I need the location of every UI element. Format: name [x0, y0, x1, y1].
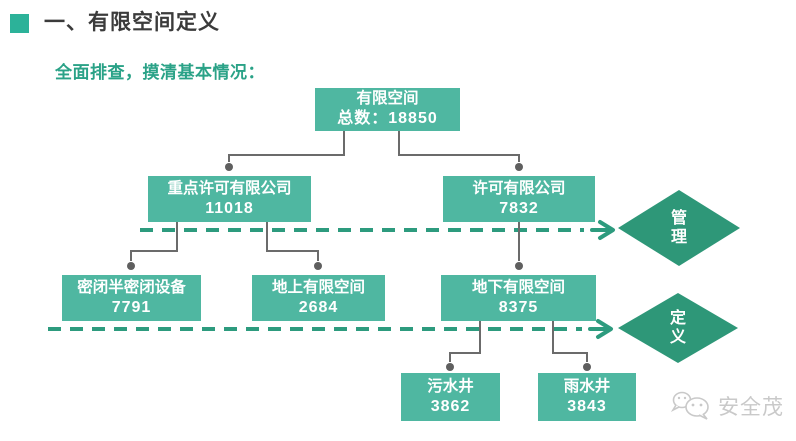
node-label: 重点许可有限公司: [167, 179, 292, 197]
node-label: 有限空间: [356, 90, 419, 108]
connector-root-to-key-licensed: [228, 131, 345, 162]
node-underground-space: 地下有限空间 8375: [441, 275, 596, 321]
endpoint-dot: [225, 163, 233, 171]
connector-root-to-licensed: [398, 131, 520, 162]
node-rainwater-well: 雨水井 3843: [538, 373, 636, 421]
node-value: 7791: [111, 298, 152, 316]
connector-underground-to-rain: [552, 321, 588, 362]
header: 一、有限空间定义: [10, 6, 220, 36]
node-value: 3843: [567, 397, 607, 415]
connector-endpoint-dots: [127, 163, 591, 371]
endpoint-dot: [314, 262, 322, 270]
endpoint-dot: [515, 262, 523, 270]
watermark: 安全茂: [670, 391, 784, 421]
node-label: 密闭半密闭设备: [77, 278, 186, 296]
node-total: 有限空间 总数：18850: [315, 88, 460, 131]
dashed-arrow-definition: [48, 319, 613, 339]
watermark-brand-text: 安全茂: [718, 396, 784, 419]
diamond-management-shape: [618, 190, 740, 266]
subtitle: 全面排查，摸清基本情况：: [55, 63, 265, 82]
endpoint-dot: [515, 163, 523, 171]
bullet-square-icon: [10, 13, 29, 33]
tree-connectors: [130, 131, 588, 362]
node-value: 3862: [430, 397, 471, 415]
endpoint-dot: [446, 363, 454, 371]
node-licensed-company: 许可有限公司 7832: [443, 176, 595, 222]
dashed-arrow-management: [140, 220, 615, 240]
node-label: 地下有限空间: [471, 278, 565, 296]
diamond-management-label: 管理: [670, 210, 687, 247]
node-label: 许可有限公司: [472, 179, 566, 197]
node-value: 11018: [205, 199, 254, 217]
endpoint-dot: [127, 262, 135, 270]
node-label: 雨水井: [563, 377, 611, 395]
endpoint-dot: [583, 363, 591, 371]
page-title: 一、有限空间定义: [44, 11, 220, 34]
diamond-definition-shape: [618, 293, 738, 363]
wechat-icon: [670, 391, 709, 420]
connector-underground-to-sewage: [449, 321, 481, 362]
node-label: 污水井: [427, 377, 474, 395]
connector-key-to-aboveground: [266, 222, 319, 261]
node-value: 总数：18850: [337, 110, 438, 128]
node-aboveground-space: 地上有限空间 2684: [252, 275, 385, 321]
node-value: 8375: [498, 298, 539, 316]
node-key-licensed-company: 重点许可有限公司 11018: [148, 176, 311, 222]
node-sewage-well: 污水井 3862: [401, 373, 500, 421]
node-enclosed-equipment: 密闭半密闭设备 7791: [62, 275, 201, 321]
connector-key-to-enclosed: [130, 222, 178, 261]
node-label: 地上有限空间: [271, 278, 365, 296]
node-value: 7832: [499, 199, 539, 217]
node-value: 2684: [298, 298, 339, 316]
diamond-definition-label: 定义: [669, 310, 686, 347]
